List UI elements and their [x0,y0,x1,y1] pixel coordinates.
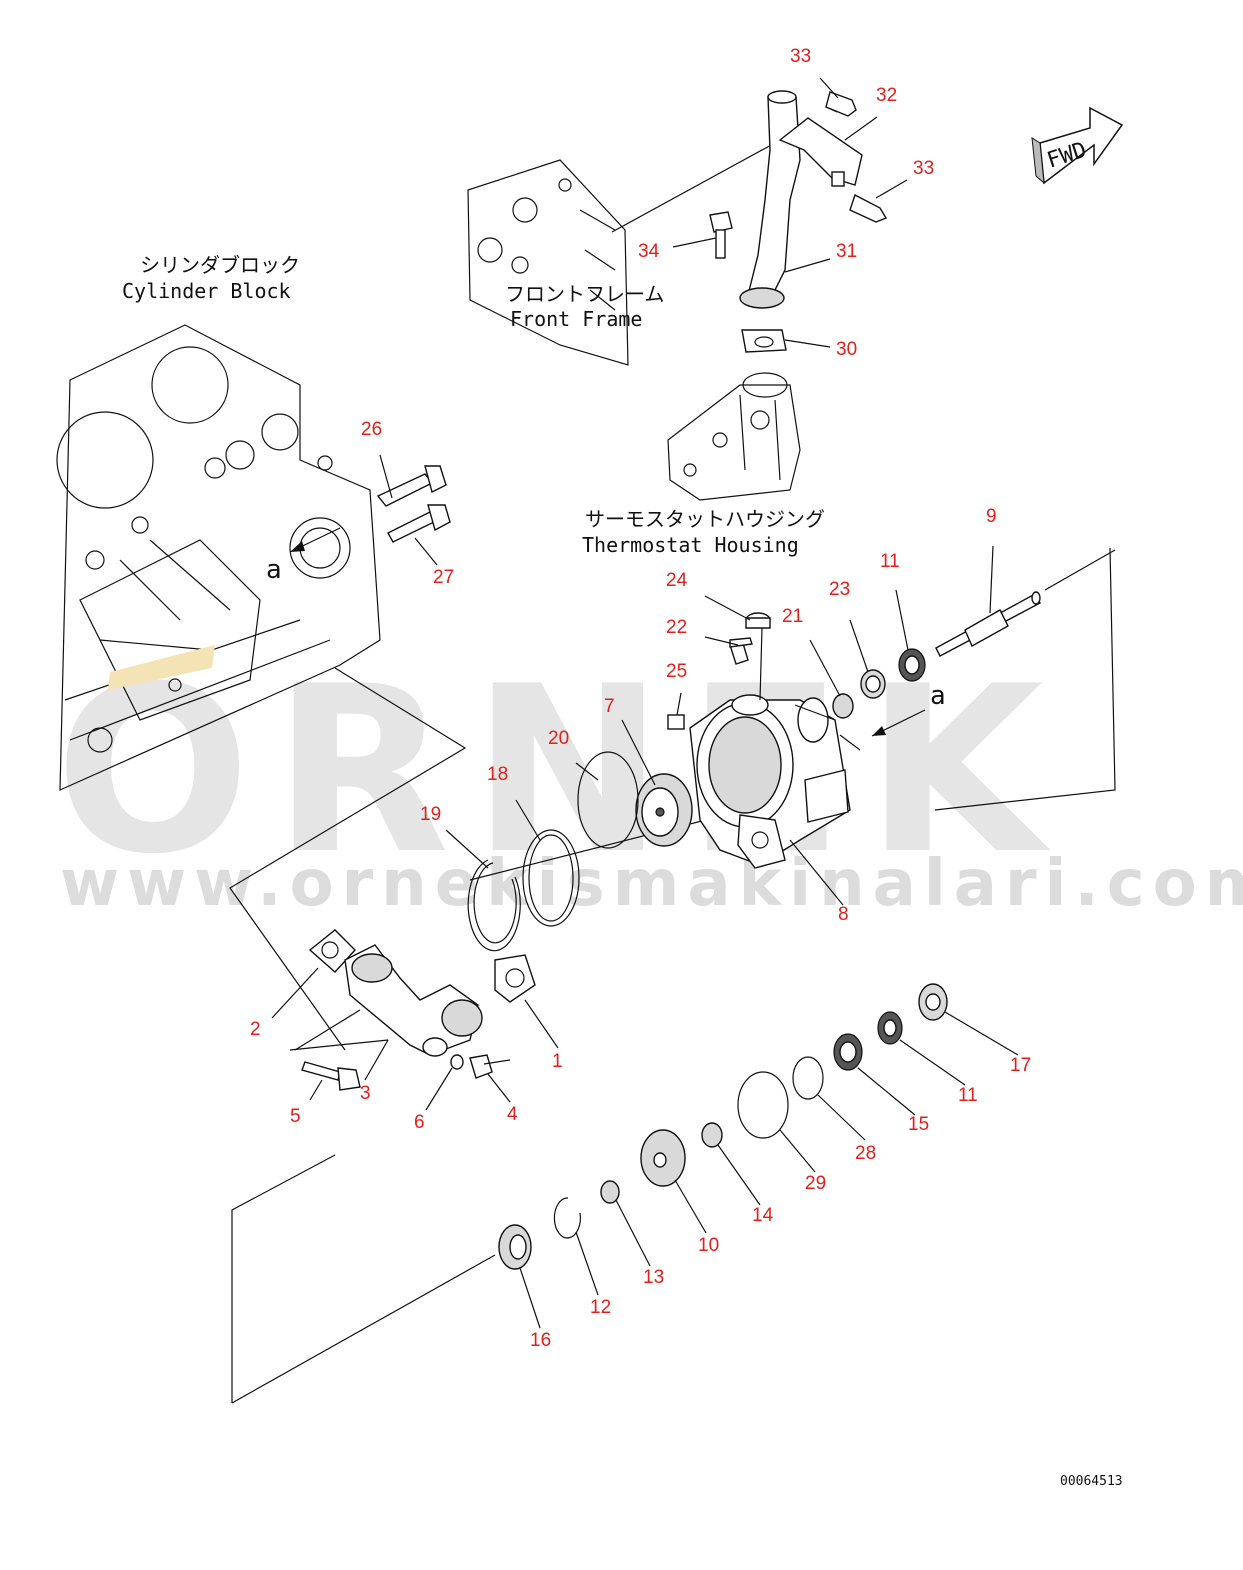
pump-shaft [935,591,1041,657]
bolts-26-27 [376,465,451,543]
ref-a-left: a [266,555,282,585]
callout-9: 9 [986,506,997,527]
callout-16: 16 [530,1330,551,1351]
front-frame-label: Front Frame [510,307,642,331]
water-pump-body [689,694,851,869]
callout-11-lower: 11 [958,1085,978,1106]
callout-15: 15 [908,1114,929,1135]
callout-28: 28 [855,1143,876,1164]
cylinder-block-label-jp: シリンダブロック [140,253,300,277]
callout-29: 29 [805,1173,826,1194]
small-fittings [667,612,926,730]
fwd-arrow-icon: FWD [1031,106,1124,185]
water-pipe [709,90,888,353]
thermostat-housing-drawing [667,372,801,501]
callout-10: 10 [698,1235,719,1256]
callout-23: 23 [829,579,850,600]
assembly-lines [229,131,1116,1404]
callout-30: 30 [836,339,857,360]
callout-6: 6 [414,1112,425,1133]
callout-5: 5 [290,1106,301,1127]
callout-25: 25 [666,661,687,682]
callout-33-lower: 33 [913,158,934,179]
callout-2: 2 [250,1019,261,1040]
callout-14: 14 [752,1205,774,1226]
callout-21: 21 [782,606,803,627]
callout-8: 8 [838,904,849,925]
ref-a-right: a [930,681,946,711]
callout-leaders [271,77,1019,1329]
callout-11: 11 [880,551,900,572]
callout-4: 4 [507,1104,518,1125]
cylinder-block-drawing [56,324,381,791]
callout-34: 34 [638,241,660,262]
callout-27: 27 [433,567,454,588]
bearing-set [498,983,948,1270]
callout-13: 13 [643,1267,664,1288]
cylinder-block-label: Cylinder Block [122,279,291,303]
callout-3: 3 [360,1083,371,1104]
callout-24: 24 [666,570,688,591]
callout-numbers: 1 2 3 4 5 6 7 8 9 10 11 11 12 13 14 15 1… [250,46,1031,1351]
front-frame-drawing [467,159,629,366]
watermark-url: www.ornekismakinalari.com.tr [60,847,1243,921]
callout-32: 32 [876,85,897,106]
callout-20: 20 [548,728,569,749]
impeller-and-rings [467,751,693,952]
callout-12: 12 [590,1297,611,1318]
front-frame-label-jp: フロントフレーム [505,282,664,306]
callout-22: 22 [666,617,687,638]
callout-19: 19 [420,804,441,825]
thermostat-housing-label-jp: サーモスタットハウジング [585,507,825,531]
water-inlet-elbow [301,929,536,1091]
drawing-number: 00064513 [1060,1474,1123,1489]
callout-17: 17 [1010,1055,1031,1076]
callout-7: 7 [604,696,615,717]
callout-1: 1 [552,1051,563,1072]
callout-33: 33 [790,46,811,67]
thermostat-housing-label: Thermostat Housing [582,533,799,557]
callout-18: 18 [487,764,508,785]
callout-31: 31 [836,241,857,262]
callout-26: 26 [361,419,382,440]
